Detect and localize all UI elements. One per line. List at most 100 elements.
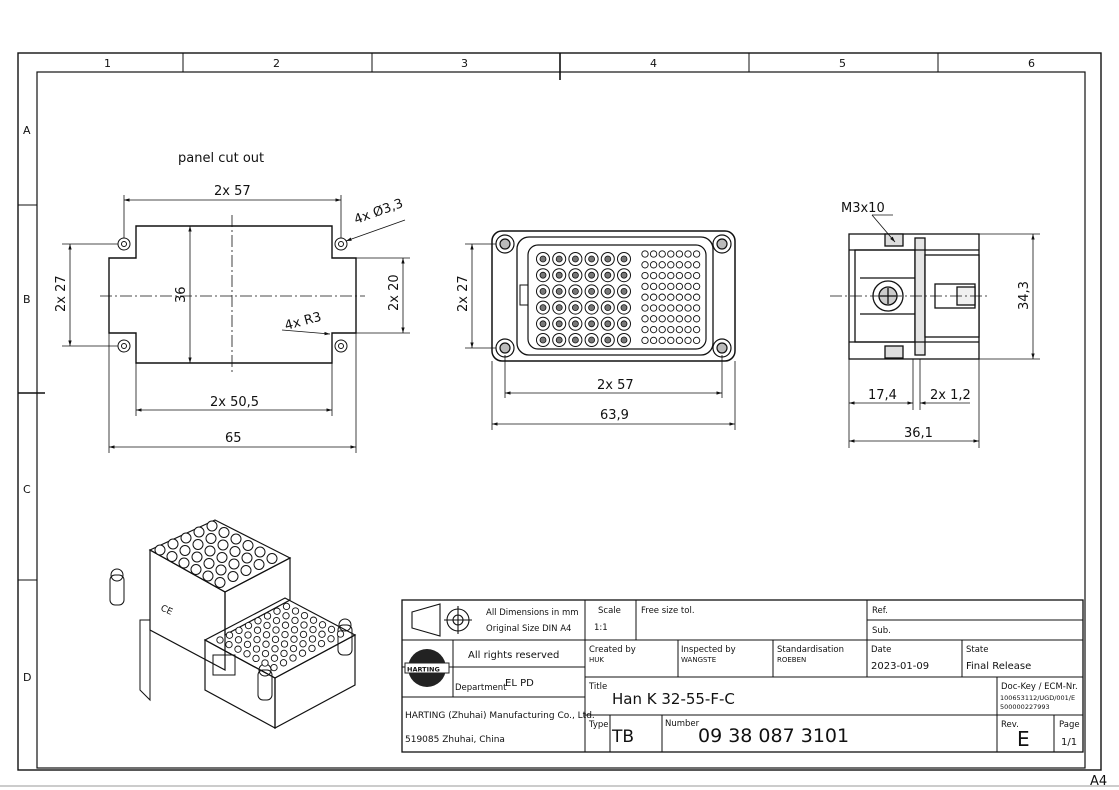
inspected-label: Inspected by [681,645,736,655]
contact-hole [684,282,692,291]
contact-hole [641,293,649,301]
contact-hole [641,250,649,258]
contact-hole [675,293,684,301]
contact-hole [692,282,701,291]
contact-hole [217,539,229,551]
contact-hole [273,607,281,615]
contact-hole [253,635,261,644]
contact-hole [620,287,628,295]
standard-value: ROEBEN [777,656,806,664]
standard-label: Standardisation [777,645,844,655]
contact-hole [588,304,595,312]
contact-hole [280,640,289,648]
contact-hole [658,261,666,269]
row-label-a: A [23,124,31,137]
contact-hole [244,621,253,630]
contact-hole [675,336,684,345]
contact-hole [555,287,563,295]
contact-hole [216,636,224,644]
number-label: Number [665,719,700,729]
contact-hole [649,325,658,334]
front-power-contacts [536,252,631,347]
contact-hole [667,250,675,258]
col-label-2: 2 [273,57,280,70]
dim-front-height: 2x 27 [456,275,471,312]
contact-hole [658,293,666,301]
dim-side-screw: M3x10 [841,201,885,216]
contact-hole [262,631,271,639]
contact-hole [154,544,166,556]
cutout-outline [108,225,357,364]
contact-hole [675,250,684,258]
contact-hole [204,545,216,557]
contact-hole [262,640,270,648]
contact-hole [166,551,178,562]
dim-side-d2: 2x 1,2 [930,388,971,403]
contact-hole [243,640,252,649]
contact-hole [667,336,675,345]
contact-hole [658,282,666,291]
contact-hole [667,282,675,291]
contact-hole [649,250,658,258]
dim-cutout-outer-width: 65 [225,431,242,446]
contact-hole [300,621,308,629]
contact-hole [272,616,281,625]
svg-text:CE: CE [159,604,174,618]
inspected-value: WANGSTE [681,656,716,664]
department-value: EL PD [505,678,534,689]
contact-hole [641,315,649,323]
contact-hole [588,287,595,295]
contact-hole [271,645,279,653]
scale-label: Scale [598,606,621,616]
dim-side-length: 36,1 [904,426,933,441]
dockey-label: Doc-Key / ECM-Nr. [1001,682,1078,692]
contact-hole [555,271,563,279]
contact-hole [308,644,316,653]
contact-hole [309,625,317,634]
contact-hole [300,611,309,620]
department-label: Department [455,683,507,693]
connector-front-view: 2x 27 2x 57 63,9 [456,230,736,430]
state-label: State [966,645,989,655]
row-label-d: D [23,671,31,684]
contact-hole [572,255,579,263]
contact-hole [179,545,191,556]
contact-hole [658,304,666,312]
col-label-4: 4 [650,57,657,70]
contact-hole [539,320,547,328]
drawing-type: TB [611,727,634,747]
contact-hole [178,557,190,569]
iso-signal-contacts [216,602,345,672]
contact-hole [675,271,684,280]
col-label-6: 6 [1028,57,1035,70]
dim-cutout-inner-width: 2x 50,5 [210,395,259,410]
contact-hole [228,558,240,570]
front-flange [491,230,736,362]
contact-hole [684,304,692,312]
rev-label: Rev. [1001,720,1019,730]
scale-value: 1:1 [594,623,608,633]
contact-hole [252,654,260,663]
contact-hole [572,320,579,328]
contact-hole [280,649,288,658]
contact-hole [317,639,326,648]
contact-hole [604,271,612,279]
contact-hole [289,644,298,653]
connector-side-view: M3x10 34,3 17,4 2x 1,2 36,1 [830,201,1040,448]
contact-hole [588,255,595,263]
contact-hole [675,282,684,291]
contact-hole [692,261,701,269]
contact-hole [180,532,192,544]
contact-hole [218,527,230,538]
col-label-1: 1 [104,57,111,70]
contact-hole [241,552,253,564]
contact-hole [684,336,692,345]
contact-hole [667,261,675,269]
contact-hole [206,520,218,532]
contact-hole [539,271,547,279]
contact-hole [692,336,701,345]
contact-hole [692,304,701,312]
contact-hole [203,558,215,569]
contact-hole [692,293,701,301]
contact-hole [244,631,252,639]
